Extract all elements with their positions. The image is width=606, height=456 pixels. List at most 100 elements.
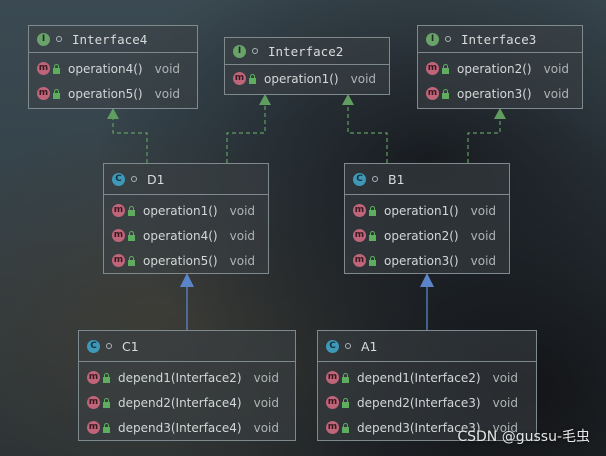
method-row[interactable]: m depend2(Interface4) void: [79, 390, 295, 415]
method-row[interactable]: m depend2(Interface3) void: [318, 390, 536, 415]
d1-name: D1: [147, 171, 165, 187]
method-return-type: void: [253, 395, 279, 410]
arrowhead-interface2-left: [259, 94, 271, 105]
interface3-name: Interface3: [461, 31, 537, 47]
a1-name: A1: [361, 338, 378, 354]
visibility-icon: [106, 343, 112, 349]
class-icon: C: [353, 172, 366, 186]
method-return-type: void: [229, 228, 256, 243]
method-name: operation4(): [143, 228, 218, 243]
method-icon: m: [426, 62, 439, 75]
method-name: depend3(Interface3): [357, 420, 481, 435]
interface-icon: I: [37, 32, 50, 46]
method-icon: m: [37, 87, 50, 100]
public-lock-icon: [103, 422, 110, 433]
public-lock-icon: [103, 372, 110, 383]
method-row[interactable]: m operation1() void: [225, 66, 389, 91]
method-icon: m: [353, 229, 366, 242]
interface3-box[interactable]: I Interface3 m operation2() void m opera…: [417, 25, 583, 109]
method-row[interactable]: m operation5() void: [29, 81, 197, 106]
interface-icon: I: [426, 32, 439, 46]
method-icon: m: [87, 421, 100, 434]
method-return-type: void: [154, 86, 181, 101]
method-row[interactable]: m depend1(Interface2) void: [318, 365, 536, 390]
method-return-type: void: [492, 370, 518, 385]
method-row[interactable]: m operation1() void: [345, 198, 509, 223]
interface4-name: Interface4: [72, 31, 148, 47]
realization-d1-interface4: [112, 118, 148, 163]
method-return-type: void: [470, 228, 497, 243]
a1-box[interactable]: C A1 m depend1(Interface2) void m depend…: [317, 330, 537, 441]
public-lock-icon: [369, 230, 376, 241]
method-row[interactable]: m operation1() void: [104, 198, 268, 223]
visibility-icon: [131, 176, 137, 182]
public-lock-icon: [128, 255, 135, 266]
method-row[interactable]: m depend3(Interface3) void: [318, 415, 536, 440]
public-lock-icon: [103, 397, 110, 408]
arrowhead-d1: [180, 273, 194, 287]
interface-icon: I: [233, 44, 246, 58]
method-name: operation5(): [143, 253, 218, 268]
method-return-type: void: [492, 420, 518, 435]
method-row[interactable]: m depend3(Interface4) void: [79, 415, 295, 440]
public-lock-icon: [128, 230, 135, 241]
method-return-type: void: [492, 395, 518, 410]
method-name: operation2(): [457, 61, 532, 76]
public-lock-icon: [128, 205, 135, 216]
interface4-box[interactable]: I Interface4 m operation4() void m opera…: [28, 25, 198, 109]
method-name: depend3(Interface4): [118, 420, 242, 435]
method-row[interactable]: m operation5() void: [104, 248, 268, 273]
method-icon: m: [353, 204, 366, 217]
method-icon: m: [353, 254, 366, 267]
method-return-type: void: [350, 71, 377, 86]
c1-name: C1: [122, 338, 139, 354]
arrowhead-interface4: [107, 108, 119, 119]
public-lock-icon: [442, 63, 449, 74]
class-icon: C: [87, 339, 100, 353]
public-lock-icon: [249, 73, 256, 84]
interface2-box[interactable]: I Interface2 m operation1() void: [224, 37, 390, 95]
arrowhead-interface2-right: [342, 94, 354, 105]
method-row[interactable]: m operation3() void: [418, 81, 582, 106]
method-return-type: void: [470, 203, 497, 218]
public-lock-icon: [342, 422, 349, 433]
method-name: operation1(): [264, 71, 339, 86]
class-icon: C: [112, 172, 125, 186]
method-row[interactable]: m operation2() void: [345, 223, 509, 248]
method-name: operation3(): [384, 253, 459, 268]
arrowhead-interface3: [494, 108, 506, 119]
method-icon: m: [326, 371, 339, 384]
visibility-icon: [56, 36, 62, 42]
method-icon: m: [326, 421, 339, 434]
method-name: operation1(): [143, 203, 218, 218]
class-icon: C: [326, 339, 339, 353]
arrowhead-b1: [420, 273, 434, 287]
interface3-header: I Interface3: [418, 26, 582, 53]
realization-b1-interface2: [347, 104, 388, 163]
realization-b1-interface3: [467, 118, 501, 163]
public-lock-icon: [342, 372, 349, 383]
method-return-type: void: [470, 253, 497, 268]
b1-box[interactable]: C B1 m operation1() void m operation2() …: [344, 163, 510, 274]
method-icon: m: [112, 254, 125, 267]
method-row[interactable]: m depend1(Interface2) void: [79, 365, 295, 390]
d1-box[interactable]: C D1 m operation1() void m operation4() …: [103, 163, 269, 274]
c1-box[interactable]: C C1 m depend1(Interface2) void m depend…: [78, 330, 296, 441]
interface2-header: I Interface2: [225, 38, 389, 65]
method-return-type: void: [253, 370, 279, 385]
method-name: operation1(): [384, 203, 459, 218]
method-row[interactable]: m operation3() void: [345, 248, 509, 273]
a1-header: C A1: [318, 331, 536, 362]
b1-name: B1: [388, 171, 405, 187]
method-row[interactable]: m operation4() void: [104, 223, 268, 248]
method-name: depend2(Interface4): [118, 395, 242, 410]
method-icon: m: [37, 62, 50, 75]
b1-header: C B1: [345, 164, 509, 195]
method-return-type: void: [543, 86, 570, 101]
visibility-icon: [372, 176, 378, 182]
method-row[interactable]: m operation4() void: [29, 56, 197, 81]
method-name: operation4(): [68, 61, 143, 76]
method-row[interactable]: m operation2() void: [418, 56, 582, 81]
method-icon: m: [426, 87, 439, 100]
